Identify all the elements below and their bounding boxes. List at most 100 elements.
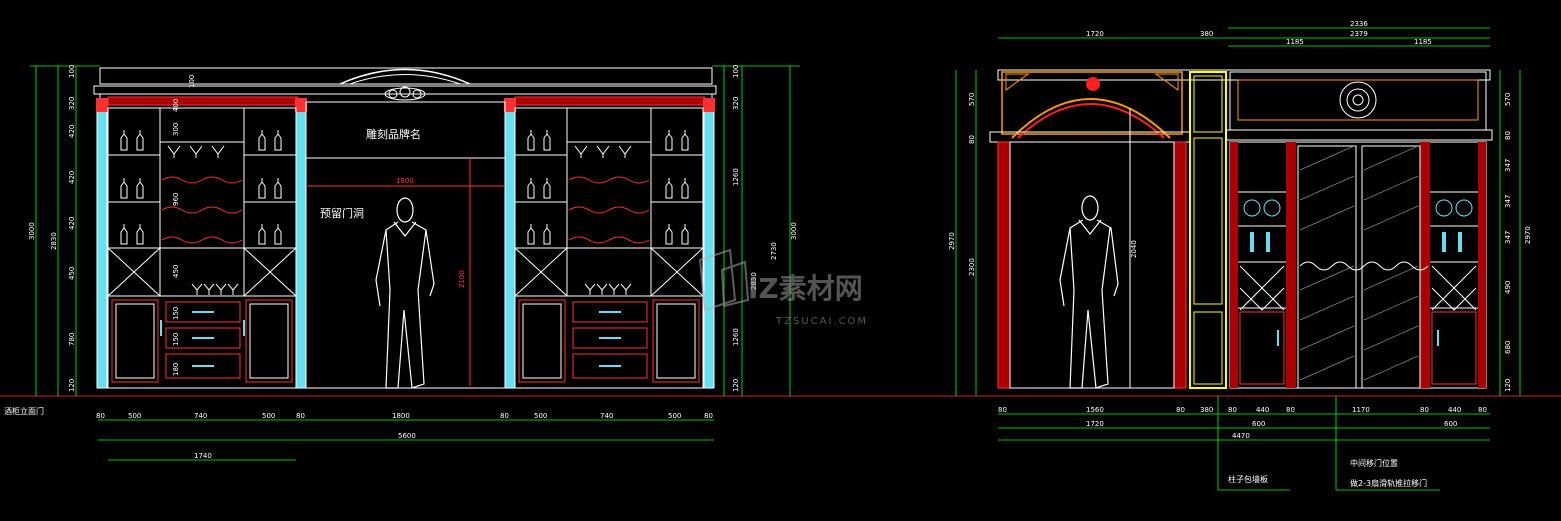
wine-bottle-icon (136, 224, 144, 245)
wine-bottle-icon (258, 130, 266, 151)
opening-width-dim: 1800 (396, 177, 414, 185)
wine-bottle-icon (543, 178, 551, 199)
svg-text:380: 380 (1200, 406, 1213, 414)
wine-bottle-icon (274, 130, 282, 151)
svg-text:1560: 1560 (1086, 406, 1104, 414)
svg-text:780: 780 (68, 333, 76, 346)
human-figure-right (1059, 195, 1119, 389)
wine-bottle-icon (543, 224, 551, 245)
wine-bottle-icon (120, 224, 128, 245)
archway (1011, 98, 1171, 139)
svg-text:80: 80 (1420, 406, 1429, 414)
right-dimensions (955, 27, 1521, 491)
svg-text:3000: 3000 (790, 222, 798, 240)
svg-text:2379: 2379 (1350, 30, 1368, 38)
sliding-door-note: 中间移门位置 (1350, 458, 1398, 468)
column-4 (703, 101, 715, 389)
left-top-dim-labels: 80 500 740 500 80 1800 80 500 740 500 80… (96, 412, 713, 460)
left-elevation: 雕刻品牌名 预留门洞 1800 2100 酒柜立面门 (4, 67, 717, 416)
svg-text:80: 80 (704, 412, 713, 420)
left-crown (99, 67, 713, 85)
svg-text:2040: 2040 (1130, 240, 1138, 258)
left-side-dim-labels: 3000 2830 100 320 420 420 420 450 780 12… (28, 65, 798, 392)
wine-bottle-icon (681, 178, 689, 199)
svg-text:4470: 4470 (1232, 432, 1250, 440)
svg-text:80: 80 (96, 412, 105, 420)
right-elevation (989, 69, 1493, 389)
svg-text:80: 80 (1176, 406, 1185, 414)
svg-text:80: 80 (1504, 131, 1512, 140)
svg-text:500: 500 (262, 412, 275, 420)
svg-text:2970: 2970 (1524, 226, 1532, 244)
svg-text:80: 80 (1478, 406, 1487, 414)
svg-text:80: 80 (998, 406, 1007, 414)
svg-text:2336: 2336 (1350, 20, 1368, 28)
svg-text:570: 570 (968, 93, 976, 106)
right-wine-cabinet (514, 107, 704, 389)
svg-text:320: 320 (68, 97, 76, 110)
svg-text:450: 450 (68, 267, 76, 280)
wine-bottle-icon (120, 130, 128, 151)
svg-text:80: 80 (1286, 406, 1295, 414)
wine-bottle-icon (120, 178, 128, 199)
cabinet-header-panel (1237, 79, 1479, 121)
svg-text:420: 420 (68, 171, 76, 184)
svg-text:80: 80 (1228, 406, 1237, 414)
svg-text:120: 120 (732, 379, 740, 392)
svg-text:1185: 1185 (1286, 38, 1304, 46)
wine-bottle-icon (681, 224, 689, 245)
svg-text:420: 420 (68, 217, 76, 230)
svg-text:100: 100 (732, 65, 740, 78)
wine-bottle-icon (258, 178, 266, 199)
brand-name-label: 雕刻品牌名 (366, 127, 421, 141)
svg-text:120: 120 (68, 379, 76, 392)
svg-text:1720: 1720 (1086, 420, 1104, 428)
svg-text:2970: 2970 (948, 232, 956, 250)
svg-text:500: 500 (534, 412, 547, 420)
door-opening-label: 预留门洞 (320, 206, 364, 220)
svg-text:400: 400 (172, 99, 180, 112)
arch-header (1001, 71, 1183, 135)
svg-text:1185: 1185 (1414, 38, 1432, 46)
svg-text:1740: 1740 (194, 452, 212, 460)
svg-text:100: 100 (188, 75, 196, 88)
drawing-note: 酒柜立面门 (4, 406, 44, 416)
wine-bottle-icon (274, 178, 282, 199)
arch-medallion (1086, 77, 1100, 91)
wine-bottle-icon (665, 178, 673, 199)
wine-bottle-icon (543, 130, 551, 151)
left-wine-cabinet (107, 107, 297, 389)
column-note: 柱子包墙板 (1228, 474, 1268, 484)
carved-rosette (1339, 81, 1377, 119)
svg-text:440: 440 (1256, 406, 1269, 414)
column-2 (295, 101, 307, 389)
total-width-label: 5600 (398, 432, 416, 440)
svg-text:180: 180 (172, 363, 180, 376)
svg-text:740: 740 (194, 412, 207, 420)
svg-text:1260: 1260 (732, 168, 740, 186)
svg-text:740: 740 (600, 412, 613, 420)
svg-text:120: 120 (1504, 379, 1512, 392)
svg-text:1260: 1260 (732, 328, 740, 346)
right-red-frieze (514, 96, 706, 106)
svg-text:600: 600 (1252, 420, 1265, 428)
wine-bottle-icon (665, 224, 673, 245)
arch-column-right (1173, 141, 1187, 389)
wine-bottle-icon (527, 130, 535, 151)
wine-bottle-icon (665, 130, 673, 151)
arch-column-left (997, 141, 1011, 389)
svg-text:2830: 2830 (50, 232, 58, 250)
svg-text:2830: 2830 (750, 272, 758, 290)
human-figure-left (375, 197, 435, 389)
right-dim-labels: 1720 380 2336 2379 1185 1185 80 1560 80 … (948, 20, 1532, 488)
wine-bottles (120, 130, 689, 245)
svg-text:347: 347 (1504, 159, 1512, 172)
pediment-arch (339, 68, 471, 85)
svg-text:450: 450 (172, 265, 180, 278)
wine-bottle-icon (258, 224, 266, 245)
svg-text:490: 490 (1504, 281, 1512, 294)
svg-text:680: 680 (1504, 341, 1512, 354)
wine-bottle-icon (136, 178, 144, 199)
column-1 (96, 101, 108, 389)
